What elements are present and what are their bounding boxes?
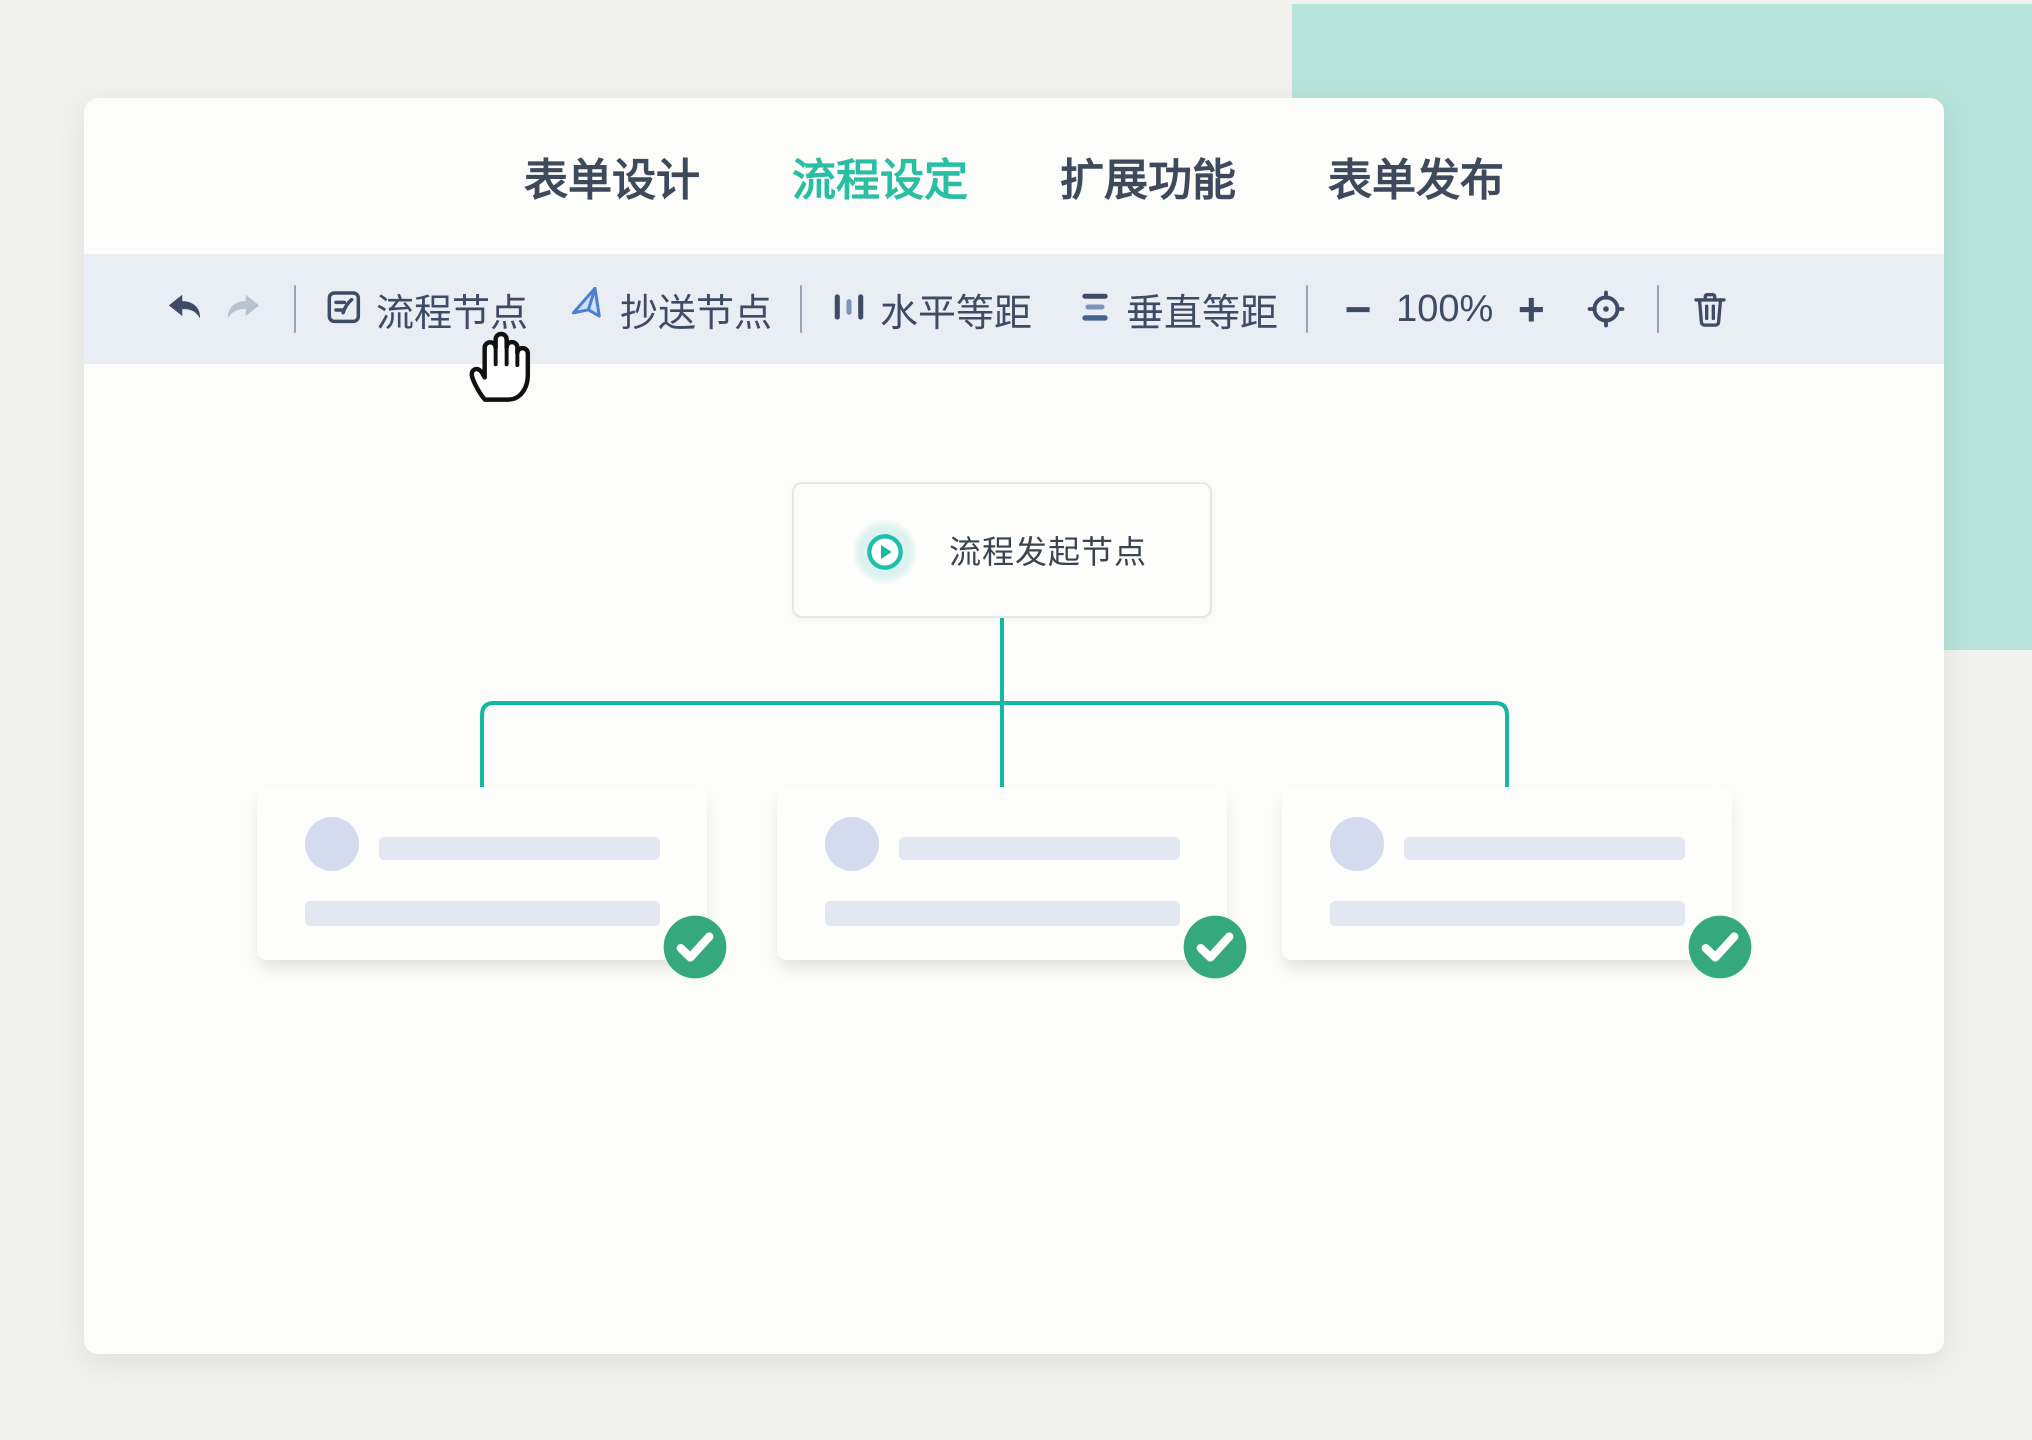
undo-icon[interactable] <box>162 286 208 332</box>
check-circle-badge <box>1687 914 1753 980</box>
flow-start-node[interactable]: 流程发起节点 <box>792 482 1212 618</box>
cc-node-button[interactable]: 抄送节点 <box>568 282 772 337</box>
distribute-vertical-icon <box>1076 288 1114 331</box>
tab-extended-functions[interactable]: 扩展功能 <box>1060 156 1236 205</box>
tab-process-setting[interactable]: 流程设定 <box>792 156 968 205</box>
avatar-placeholder <box>1330 817 1384 871</box>
toolbar-divider <box>800 285 803 333</box>
locate-target-icon[interactable] <box>1583 286 1629 332</box>
branch-node-card[interactable] <box>257 787 727 979</box>
zoom-out-button[interactable]: − <box>1344 283 1372 335</box>
process-node-button[interactable]: 流程节点 <box>324 282 528 337</box>
distribute-horizontal-label: 水平等距 <box>880 292 1033 335</box>
start-node-label: 流程发起节点 <box>949 534 1148 570</box>
delete-trash-icon[interactable] <box>1687 286 1733 332</box>
paper-plane-icon <box>568 286 608 332</box>
cc-node-label: 抄送节点 <box>620 292 773 335</box>
toolbar-divider <box>294 285 296 333</box>
skeleton-text-line <box>379 837 660 860</box>
check-circle-badge <box>1182 914 1248 980</box>
process-node-label: 流程节点 <box>376 292 529 335</box>
skeleton-text-line <box>1330 901 1685 926</box>
toolbar-divider <box>1306 285 1309 333</box>
tab-form-design[interactable]: 表单设计 <box>524 156 700 205</box>
distribute-vertical-button[interactable]: 垂直等距 <box>1076 282 1278 337</box>
redo-icon[interactable] <box>220 286 266 332</box>
skeleton-text-line <box>899 837 1180 860</box>
skeleton-text-line <box>825 901 1180 926</box>
branch-node-card[interactable] <box>777 787 1247 979</box>
flow-canvas[interactable]: 流程发起节点 <box>84 364 1944 1354</box>
form-pencil-icon <box>324 287 364 332</box>
toolbar-divider <box>1657 285 1660 333</box>
check-circle-badge <box>662 914 728 980</box>
distribute-vertical-label: 垂直等距 <box>1126 292 1279 335</box>
zoom-level-readout: 100% <box>1396 287 1494 330</box>
branch-node-card[interactable] <box>1282 787 1752 979</box>
distribute-horizontal-button[interactable]: 水平等距 <box>830 282 1032 337</box>
canvas-toolbar: 流程节点 抄送节点 <box>84 254 1944 364</box>
avatar-placeholder <box>305 817 359 871</box>
zoom-in-button[interactable]: + <box>1517 283 1545 335</box>
play-circle-icon <box>853 520 917 584</box>
skeleton-text-line <box>305 901 660 926</box>
top-tab-bar: 表单设计 流程设定 扩展功能 表单发布 <box>84 98 1944 254</box>
distribute-horizontal-icon <box>830 288 868 331</box>
avatar-placeholder <box>825 817 879 871</box>
skeleton-text-line <box>1404 837 1685 860</box>
form-builder-panel: 表单设计 流程设定 扩展功能 表单发布 <box>84 98 1944 1354</box>
tab-form-publish[interactable]: 表单发布 <box>1328 156 1504 205</box>
